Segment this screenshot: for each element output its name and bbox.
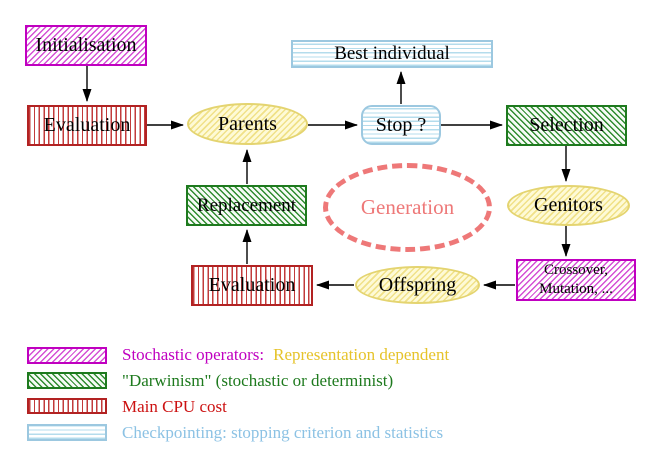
legend-swatch-cpu-cost (27, 398, 107, 414)
node-evaluation-bottom-label: Evaluation (208, 274, 296, 296)
legend-checkpointing-label: Checkpointing: stopping criterion and st… (122, 423, 444, 442)
legend-row-cpu-cost: Main CPU cost (122, 397, 227, 417)
node-evaluation-bottom: Evaluation (191, 265, 313, 306)
node-evaluation-top: Evaluation (27, 105, 147, 146)
node-selection: Selection (506, 105, 627, 146)
node-best-individual: Best individual (291, 40, 493, 68)
legend-swatch-darwinism (27, 372, 107, 389)
node-stop-label: Stop ? (375, 113, 427, 136)
legend-row-checkpointing: Checkpointing: stopping criterion and st… (122, 423, 443, 443)
generation-label: Generation (360, 195, 455, 219)
node-evaluation-top-label: Evaluation (43, 114, 131, 136)
node-parents: Parents (187, 103, 308, 145)
node-replacement: Replacement (186, 185, 307, 226)
generation-loop-ellipse: Generation (323, 163, 492, 252)
node-initialisation-label: Initialisation (35, 34, 137, 56)
node-crossover-line1: Crossover, (544, 262, 608, 279)
legend-row-stochastic-operators: Stochastic operators: Representation depe… (122, 345, 449, 365)
legend-representation-dependent-label: Representation dependent (273, 345, 450, 364)
legend-darwinism-label: "Darwinism" (stochastic or determinist) (122, 371, 394, 390)
legend-row-darwinism: "Darwinism" (stochastic or determinist) (122, 371, 393, 391)
legend-cpu-cost-label: Main CPU cost (122, 397, 227, 416)
legend-swatch-stochastic-operators (27, 347, 107, 364)
node-crossover-line2: Mutation, ... (539, 281, 613, 297)
legend-swatch-checkpointing (27, 424, 107, 441)
node-best-individual-label: Best individual (334, 43, 450, 64)
node-genitors-label: Genitors (534, 194, 603, 216)
node-parents-label: Parents (218, 112, 277, 135)
node-initialisation: Initialisation (25, 25, 147, 66)
node-offspring: Offspring (355, 266, 480, 304)
legend-stochastic-operators-label: Stochastic operators: (122, 345, 265, 364)
node-selection-label: Selection (529, 114, 604, 136)
node-replacement-label: Replacement (196, 194, 297, 216)
node-offspring-label: Offspring (378, 273, 457, 296)
node-genitors: Genitors (507, 185, 630, 226)
node-stop: Stop ? (361, 105, 441, 145)
node-crossover-mutation: Crossover, Mutation, ... (516, 259, 636, 301)
